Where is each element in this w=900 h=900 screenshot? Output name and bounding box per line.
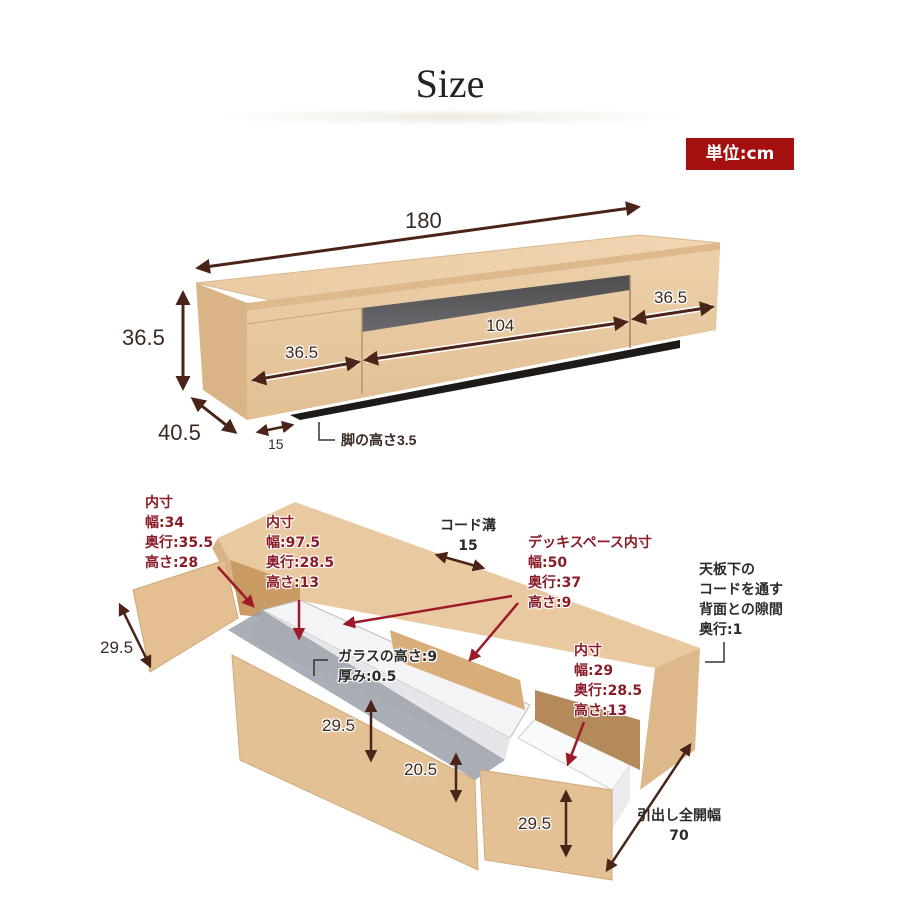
dim-depth: 40.5 [158, 420, 201, 445]
drawer-open-label: 引出し全開幅 70 [637, 808, 721, 844]
glass-leader [313, 659, 328, 676]
right-drawer-inner-dims: 内寸 幅:29 奥行:28.5 高さ:13 [574, 643, 643, 719]
dim-leg-inset: 15 [268, 436, 284, 452]
dim-right-door: 36.5 [654, 288, 688, 307]
drawer-open-arrow [605, 742, 692, 873]
leg-height-leader [318, 422, 335, 441]
left-cabinet-inner-dims: 内寸 幅:34 奥行:35.5 高さ:28 [145, 495, 214, 571]
deck-space-inner-dims: デッキスペース内寸 幅:50 奥行:37 高さ:9 [528, 535, 652, 611]
title-underline-shadow [215, 108, 685, 126]
tv-stand-front-view [195, 234, 721, 420]
depth-arrow [190, 397, 238, 434]
leg-inset-arrow [255, 420, 295, 437]
left-door-arrow [251, 356, 361, 386]
deck-pointer-1 [342, 594, 513, 629]
cord-groove-label: コード溝 15 [440, 518, 496, 554]
back-gap-note: 天板下の コードを通す 背面との隙間 奥行:1 [699, 562, 783, 638]
dim-width-total: 180 [405, 208, 442, 233]
right-door-arrow [631, 301, 715, 325]
dim-center-front-height: 29.5 [322, 716, 356, 735]
center-drawer-inner-dims: 内寸 幅:97.5 奥行:28.5 高さ:13 [266, 515, 335, 591]
dim-right-front-height: 29.5 [518, 814, 552, 833]
dim-center-drawer: 104 [486, 316, 515, 335]
width-180-arrow [195, 201, 641, 274]
door-height-arrow [118, 602, 152, 669]
page-title: Size [415, 61, 485, 106]
right-drawer-pointer [565, 721, 586, 767]
unit-badge: 単位:cm [686, 138, 794, 170]
center-drawer-arrow [363, 316, 629, 366]
dim-left-door: 36.5 [285, 343, 319, 362]
dim-door-height: 29.5 [100, 638, 134, 657]
left-cabinet-pointer [217, 566, 255, 608]
leg-height-label: 脚の高さ3.5 [341, 432, 417, 448]
dim-drawer-front-height: 20.5 [404, 760, 438, 779]
cord-groove-arrow [434, 551, 486, 572]
deck-pointer-2 [468, 602, 519, 662]
dim-height: 36.5 [122, 325, 165, 350]
glass-dims: ガラスの高さ:9 厚み:0.5 [338, 649, 438, 685]
back-gap-leader [705, 642, 725, 663]
